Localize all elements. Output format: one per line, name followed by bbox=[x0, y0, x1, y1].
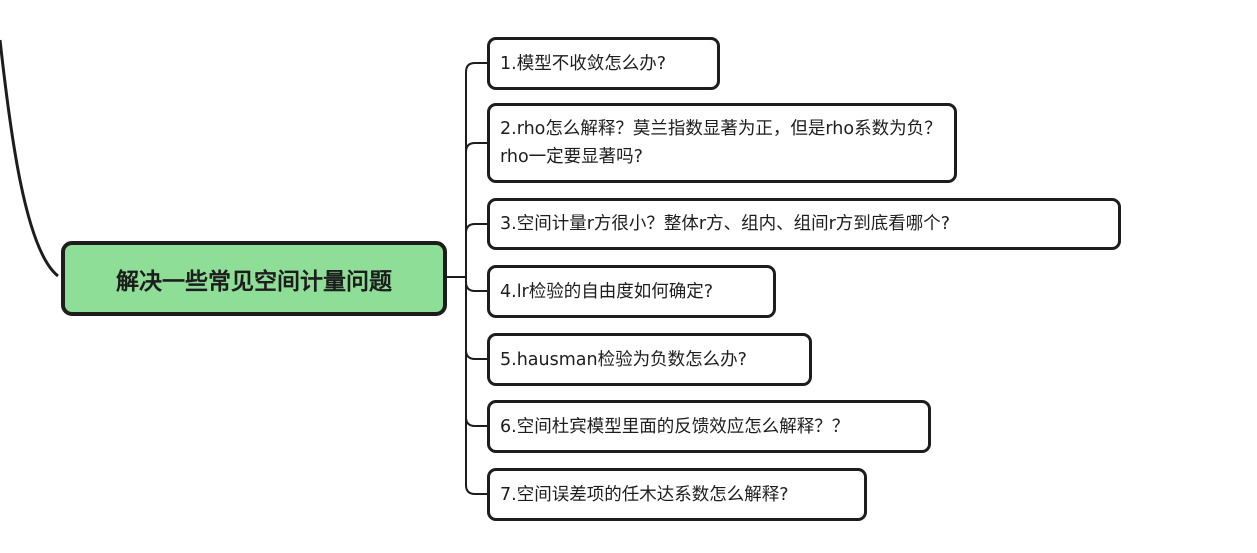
topic-label: 1.模型不收敛怎么办? bbox=[500, 53, 666, 74]
topic-1[interactable]: 1.模型不收敛怎么办? bbox=[487, 37, 720, 90]
topic-4[interactable]: 4.lr检验的自由度如何确定? bbox=[487, 265, 776, 318]
branch-connector-1 bbox=[465, 62, 488, 73]
topic-label: 3.空间计量r方很小？整体r方、组内、组间r方到底看哪个? bbox=[500, 214, 951, 234]
topic-label: 5.hausman检验为负数怎么办? bbox=[500, 349, 747, 370]
parent-connector bbox=[0, 39, 59, 278]
topic-3[interactable]: 3.空间计量r方很小？整体r方、组内、组间r方到底看哪个? bbox=[487, 198, 1121, 250]
branch-connector-7 bbox=[465, 484, 488, 495]
branch-connector-2 bbox=[465, 142, 488, 153]
branch-connector-4 bbox=[465, 281, 488, 292]
branch-connector-5 bbox=[465, 349, 488, 360]
root-topic-label: 解决一些常见空间计量问题 bbox=[116, 268, 392, 295]
topic-2[interactable]: 2.rho怎么解释？莫兰指数显著为正，但是rho系数为负？rho一定要显著吗? bbox=[487, 103, 957, 183]
root-topic[interactable]: 解决一些常见空间计量问题 bbox=[61, 241, 447, 316]
branch-connector-3 bbox=[465, 223, 488, 234]
topic-5[interactable]: 5.hausman检验为负数怎么办? bbox=[487, 333, 812, 386]
topic-label: 2.rho怎么解释？莫兰指数显著为正，但是rho系数为负？rho一定要显著吗? bbox=[500, 119, 942, 167]
topic-label: 7.空间误差项的任木达系数怎么解释? bbox=[500, 484, 789, 505]
topic-label: 4.lr检验的自由度如何确定? bbox=[500, 281, 714, 302]
topic-7[interactable]: 7.空间误差项的任木达系数怎么解释? bbox=[487, 468, 867, 521]
topic-6[interactable]: 6.空间杜宾模型里面的反馈效应怎么解释？？ bbox=[487, 400, 931, 453]
branch-connector-6 bbox=[465, 416, 488, 427]
topic-label: 6.空间杜宾模型里面的反馈效应怎么解释？？ bbox=[500, 416, 850, 437]
